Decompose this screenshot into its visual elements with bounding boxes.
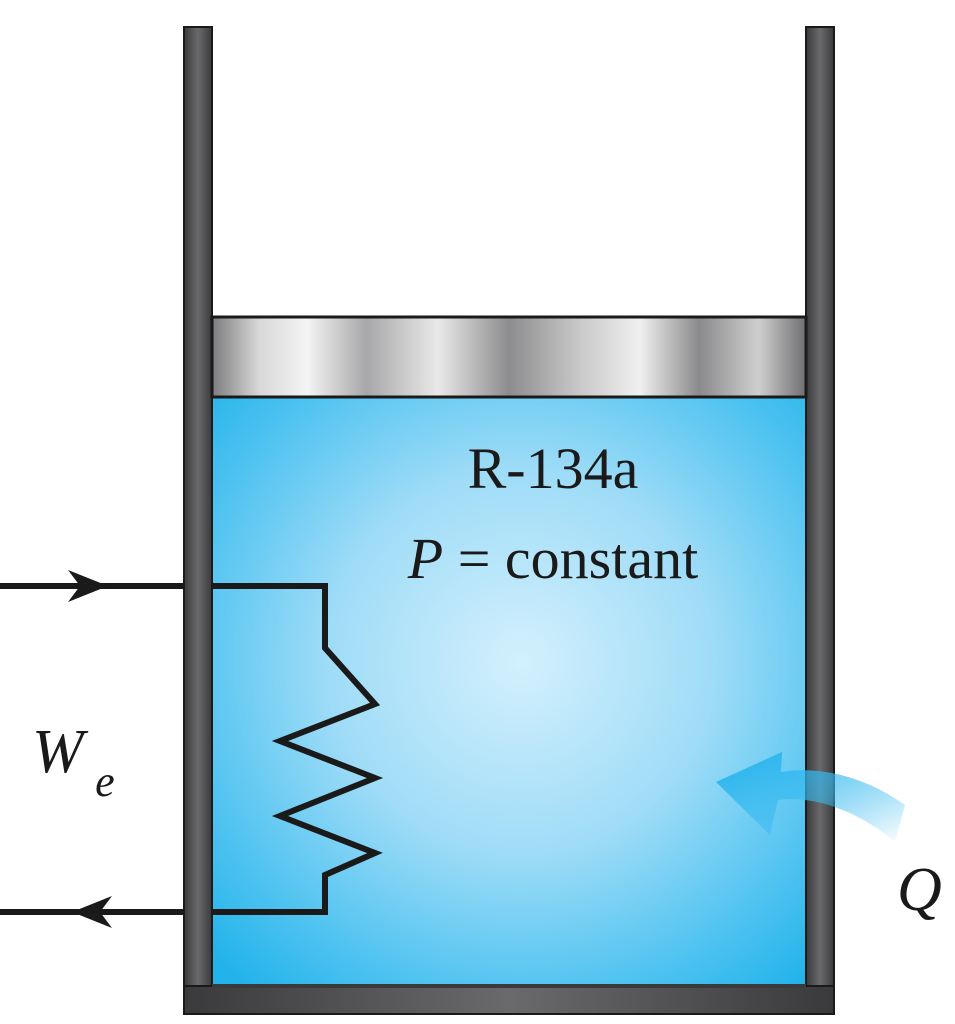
- arrow-in-icon: [68, 570, 108, 602]
- work-symbol: W: [32, 718, 89, 786]
- work-label: W e: [32, 718, 115, 806]
- heat-arrow-icon: [716, 752, 905, 842]
- cylinder-bottom-wall: [183, 985, 835, 1015]
- pressure-condition: = constant: [458, 526, 699, 591]
- pressure-label: P = constant: [407, 526, 698, 591]
- refrigerant-fluid: [212, 397, 806, 986]
- arrow-out-icon: [72, 896, 112, 928]
- cylinder-left-wall: [183, 26, 213, 1015]
- resistor-element: [212, 583, 384, 915]
- heat-label: Q: [897, 856, 942, 924]
- piston[interactable]: [210, 315, 808, 399]
- cylinder-right-wall: [805, 26, 835, 1015]
- substance-label: R-134a: [468, 436, 639, 501]
- work-subscript: e: [95, 757, 115, 806]
- pressure-symbol: P: [407, 526, 443, 591]
- cylinder: [183, 26, 835, 1015]
